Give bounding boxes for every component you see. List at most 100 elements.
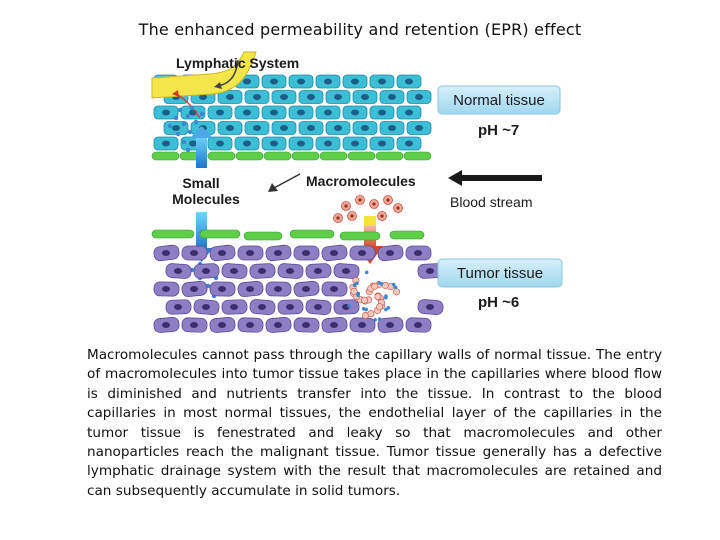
macromolecule-particle <box>371 282 379 290</box>
small-molecule-dot <box>384 295 388 300</box>
cell-nucleus <box>246 250 254 256</box>
cell-nucleus <box>226 125 234 131</box>
cell-nucleus <box>324 78 332 85</box>
cell-nucleus <box>388 125 396 131</box>
cell-nucleus <box>415 94 423 100</box>
normal-tissue-box: Normal tissue <box>437 85 561 115</box>
cell-nucleus <box>172 125 180 131</box>
cell-nucleus <box>162 140 170 147</box>
cell-nucleus <box>307 125 315 131</box>
cell-nucleus <box>307 94 315 100</box>
cell-nucleus <box>351 109 359 116</box>
macromolecule-particle <box>393 288 401 296</box>
cell-nucleus <box>334 125 342 131</box>
cell-nucleus <box>330 322 338 328</box>
cell-nucleus <box>426 304 434 310</box>
cell-nucleus <box>280 94 288 100</box>
tumor-endothelium <box>151 229 425 241</box>
cell-nucleus <box>190 250 198 256</box>
endothelial-cell <box>339 231 381 241</box>
small-molecule-dot <box>181 121 187 127</box>
accumulated-macromolecules <box>347 270 401 322</box>
cell-nucleus <box>378 78 386 85</box>
cell-nucleus <box>162 109 170 116</box>
macromolecule-particle <box>376 303 384 311</box>
small-molecule-dot <box>364 270 369 275</box>
cell-nucleus <box>253 94 261 100</box>
cell-nucleus <box>218 286 226 292</box>
lymphatic-system-label: Lymphatic System <box>176 55 299 71</box>
cell-nucleus <box>243 78 251 85</box>
cell-nucleus <box>361 125 369 131</box>
macromolecule-particles <box>333 195 403 223</box>
macromolecules-label: Macromolecules <box>306 173 416 189</box>
cell-nucleus <box>386 250 394 256</box>
cell-nucleus <box>274 286 282 292</box>
small-molecule-dot <box>185 113 191 119</box>
cell-nucleus <box>274 322 282 328</box>
endothelial-cell <box>291 151 320 161</box>
cell-nucleus <box>386 322 394 328</box>
cell-nucleus <box>314 268 322 274</box>
endothelial-cell <box>199 229 241 239</box>
cell-nucleus <box>202 268 210 274</box>
cell-nucleus <box>243 140 251 147</box>
small-molecule-dot <box>167 123 173 129</box>
endothelial-cell <box>243 231 283 241</box>
small-molecule-dot <box>377 317 382 322</box>
endothelial-cell <box>375 151 404 161</box>
endothelial-cell <box>151 151 180 161</box>
small-molecules-up-arrow-icon <box>190 126 213 168</box>
small-molecule-dot <box>356 291 361 296</box>
cell-nucleus <box>218 250 226 256</box>
cell-nucleus <box>302 322 310 328</box>
cell-nucleus <box>297 140 305 147</box>
normal-tissue-label: Normal tissue <box>453 92 545 109</box>
small-molecule-dot <box>361 307 366 311</box>
cell-nucleus <box>162 286 170 292</box>
cell-nucleus <box>297 78 305 85</box>
epr-diagram: Lymphatic System Small Molecules Macromo… <box>140 48 580 340</box>
cell-nucleus <box>330 250 338 256</box>
small-molecule-dot <box>185 147 191 153</box>
blood-stream-label: Blood stream <box>450 194 532 210</box>
endothelial-cell <box>151 229 195 239</box>
slide-title: The enhanced permeability and retention … <box>138 20 582 39</box>
cell-nucleus <box>351 78 359 85</box>
lymphatic-vessel <box>151 51 257 99</box>
small-molecule-dot <box>379 282 384 286</box>
small-molecule-dot <box>189 105 195 111</box>
small-molecule-dot <box>181 139 187 145</box>
cell-nucleus <box>189 140 197 147</box>
small-molecule-dot <box>347 304 352 308</box>
macromolecules-arrow-icon <box>273 173 301 189</box>
cell-nucleus <box>270 140 278 147</box>
small-molecule-dot <box>187 129 193 135</box>
small-molecule-dot <box>393 285 398 290</box>
small-molecules-label-2: Molecules <box>172 191 240 207</box>
cell-nucleus <box>253 125 261 131</box>
cell-nucleus <box>334 94 342 100</box>
cell-nucleus <box>286 268 294 274</box>
normal-ph-label: pH ~7 <box>478 122 519 139</box>
cell-nucleus <box>324 140 332 147</box>
small-molecule-dot <box>193 119 199 125</box>
cell-nucleus <box>243 109 251 116</box>
cell-nucleus <box>270 78 278 85</box>
normal-endothelium <box>151 151 432 161</box>
cell-nucleus <box>414 250 422 256</box>
small-molecule-dot <box>199 111 205 117</box>
cell-nucleus <box>246 286 254 292</box>
cell-nucleus <box>378 109 386 116</box>
cell-nucleus <box>302 286 310 292</box>
cell-nucleus <box>230 268 238 274</box>
cell-nucleus <box>405 78 413 85</box>
cell-nucleus <box>190 322 198 328</box>
cell-nucleus <box>314 304 322 310</box>
cell-nucleus <box>216 140 224 147</box>
endothelial-cell <box>235 151 264 161</box>
cell-nucleus <box>405 140 413 147</box>
cell-nucleus <box>174 304 182 310</box>
small-molecule-dot <box>373 318 377 322</box>
cell-nucleus <box>258 304 266 310</box>
